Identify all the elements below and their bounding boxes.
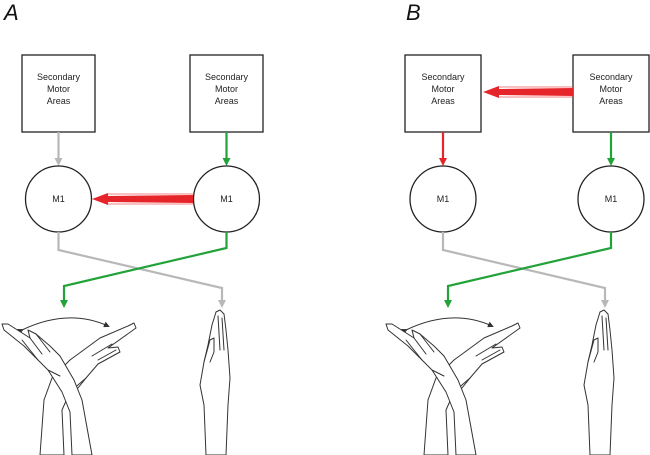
m1-label: M1 (437, 194, 450, 204)
m1-label: M1 (605, 194, 618, 204)
panel-a-red-arrow (92, 193, 193, 205)
box-label-line: Areas (215, 96, 239, 106)
panel-b-right-m1-circle: M1 (577, 165, 645, 233)
panel-b-moving-hand-icon (385, 322, 521, 455)
panel-b-letter: B (406, 0, 421, 25)
box-label-line: Motor (599, 84, 622, 94)
panel-a-right-m1-circle: M1 (192, 165, 261, 233)
panel-a-green-output-line (60, 232, 228, 308)
panel-b-movement-arc-arrow (401, 317, 494, 335)
panel-b: B Secondary Motor Areas Secondary Motor … (385, 0, 650, 455)
box-label-line: Secondary (421, 72, 465, 82)
panel-a-right-secondary-box: Secondary Motor Areas (189, 54, 264, 133)
panel-a-movement-arc-arrow (17, 317, 110, 335)
box-label-line: Secondary (37, 72, 81, 82)
panel-a: A Secondary Motor Areas Secondary Motor … (1, 0, 264, 455)
panel-b-left-secondary-box: Secondary Motor Areas (404, 54, 482, 133)
panel-a-letter: A (2, 0, 19, 25)
panel-b-right-secondary-box: Secondary Motor Areas (572, 54, 650, 133)
box-label-line: Motor (431, 84, 454, 94)
panel-a-left-m1-circle: M1 (24, 165, 93, 233)
box-label-line: Secondary (205, 72, 249, 82)
box-label-line: Secondary (589, 72, 633, 82)
box-label-line: Areas (431, 96, 455, 106)
panel-a-moving-hand-icon (1, 322, 137, 455)
box-label-line: Motor (47, 84, 70, 94)
box-label-line: Areas (599, 96, 623, 106)
m1-label: M1 (52, 194, 65, 204)
panel-a-static-hand-icon (199, 309, 231, 455)
panel-b-green-output-line (444, 232, 613, 308)
box-label-line: Areas (47, 96, 71, 106)
box-label-line: Motor (215, 84, 238, 94)
m1-label: M1 (220, 194, 233, 204)
panel-b-static-hand-icon (583, 309, 615, 455)
panel-b-red-arrow (483, 86, 573, 98)
panel-a-left-secondary-box: Secondary Motor Areas (21, 54, 96, 133)
panel-b-left-m1-circle: M1 (409, 165, 477, 233)
